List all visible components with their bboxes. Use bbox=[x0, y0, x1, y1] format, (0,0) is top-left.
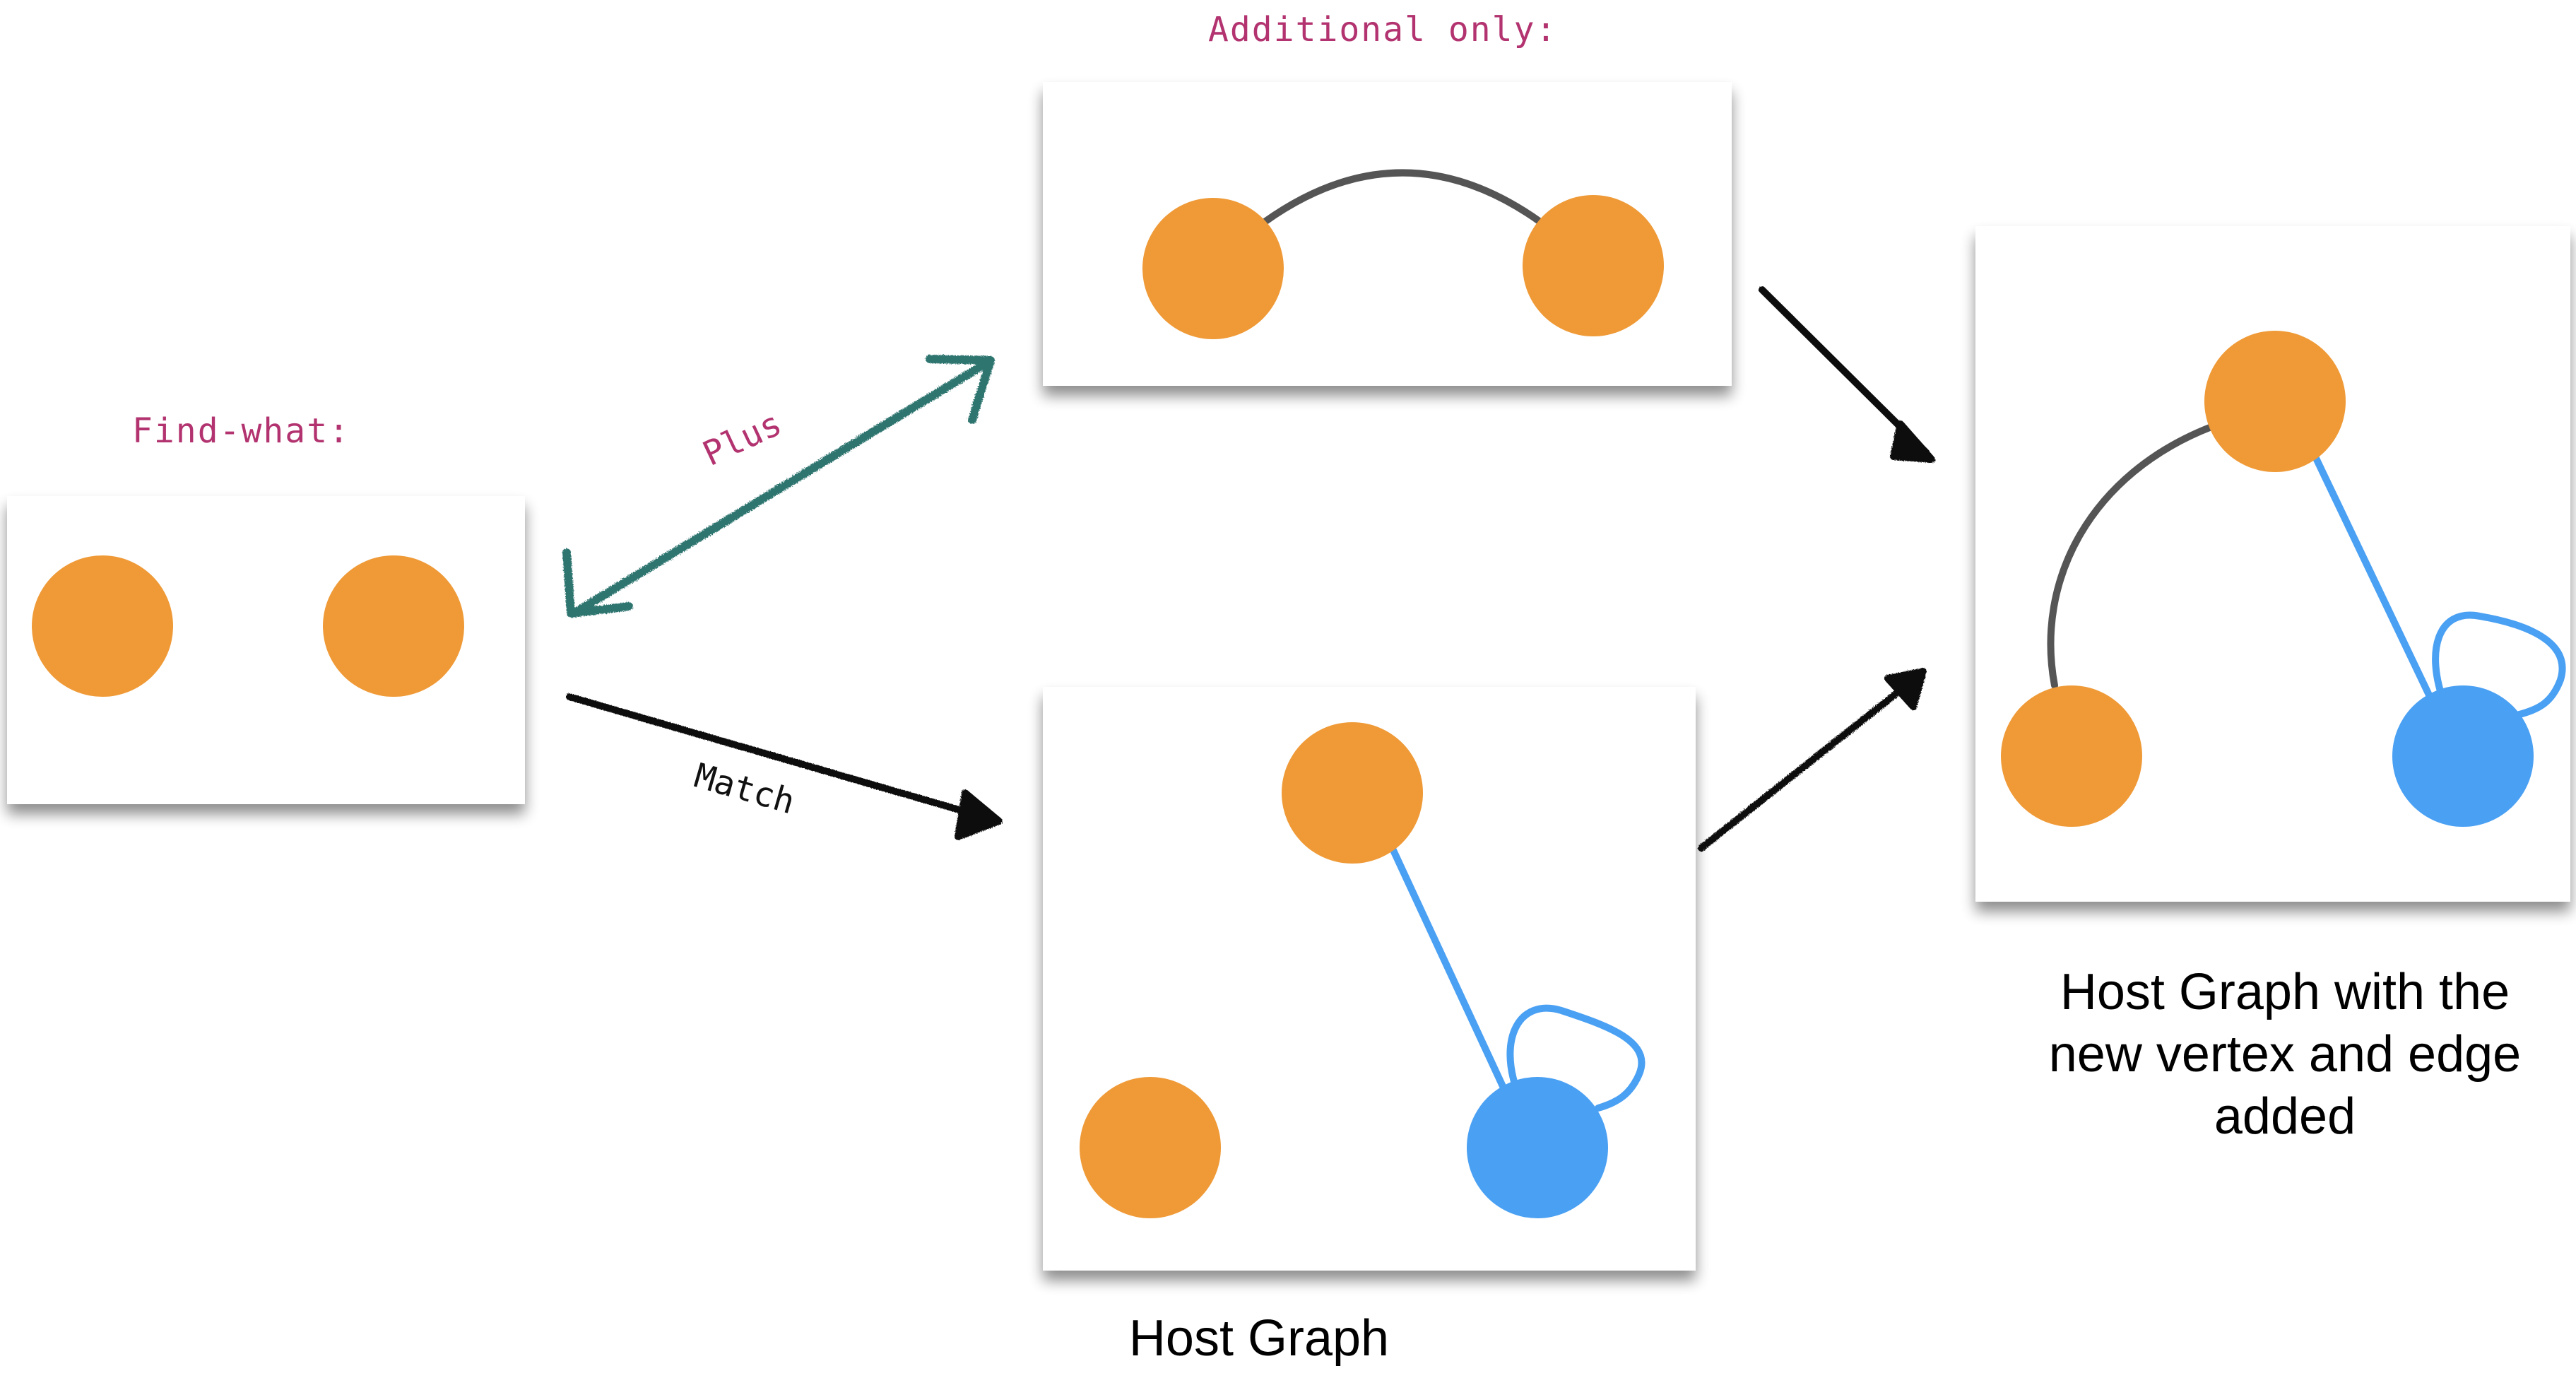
additional-to-result-arrow bbox=[1759, 286, 1935, 463]
result-graph-vertex-bottom-left bbox=[2001, 685, 2142, 827]
result-graph-new-edge bbox=[2047, 423, 2215, 689]
plus-label: Plus bbox=[697, 404, 787, 474]
host-graph-vertex-bottom-left bbox=[1080, 1077, 1221, 1218]
find-what-label: Find-what: bbox=[132, 411, 350, 451]
host-to-result-arrow bbox=[1698, 668, 1927, 852]
plus-arrow bbox=[562, 355, 995, 618]
find-what-vertex-right bbox=[323, 555, 464, 697]
result-graph-vertex-blue bbox=[2392, 685, 2534, 827]
result-graph-vertex-top bbox=[2204, 331, 2346, 472]
additional-only-label: Additional only: bbox=[1208, 10, 1557, 49]
host-graph-self-loop bbox=[1506, 1004, 1646, 1112]
result-graph-edge bbox=[2310, 449, 2437, 707]
match-arrow bbox=[566, 693, 1003, 840]
additional-only-edge bbox=[1261, 169, 1544, 225]
result-caption-line-1: Host Graph with the bbox=[2060, 964, 2510, 1020]
find-what-vertex-left bbox=[32, 555, 173, 697]
host-graph-vertex-top bbox=[1282, 722, 1423, 864]
additional-only-vertex-left bbox=[1142, 198, 1284, 339]
result-caption-line-2: new vertex and edge bbox=[2049, 1026, 2521, 1083]
match-label: Match bbox=[690, 756, 799, 823]
host-graph-edge bbox=[1385, 836, 1510, 1097]
result-caption-line-3: added bbox=[2214, 1088, 2356, 1145]
additional-only-vertex-right bbox=[1523, 195, 1664, 336]
host-graph-caption: Host Graph bbox=[1129, 1310, 1389, 1367]
host-graph-vertex-blue bbox=[1467, 1077, 1608, 1218]
result-graph-self-loop bbox=[2432, 611, 2566, 719]
